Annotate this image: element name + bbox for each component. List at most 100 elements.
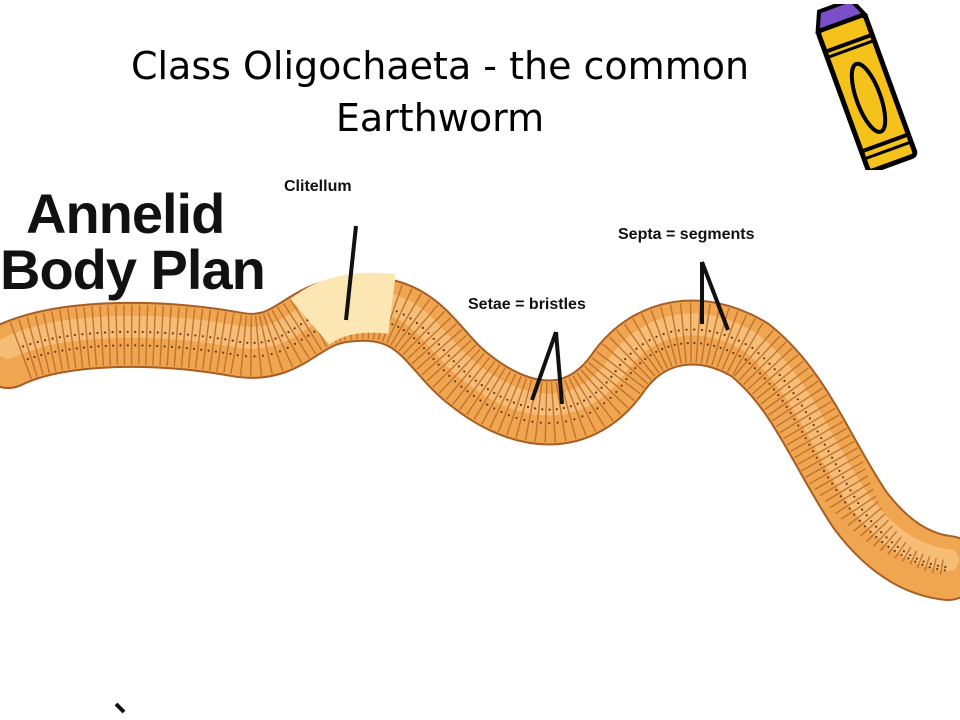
segment-ring [267, 312, 294, 368]
seta-dot [801, 430, 804, 433]
segment-ring [26, 316, 44, 375]
worm-body [0, 277, 960, 599]
seta-dot [274, 337, 277, 340]
segment-ring [481, 370, 512, 425]
septa-pointer-right [700, 261, 730, 331]
seta-dot [670, 330, 673, 333]
seta-dot [447, 354, 450, 357]
segment-ring [916, 553, 924, 569]
segment-ring [824, 475, 869, 503]
segment-ring [804, 447, 858, 479]
seta-dot [253, 341, 256, 344]
segment-ring [564, 379, 587, 437]
segment-ring [879, 531, 898, 551]
segment-ring [840, 495, 877, 520]
seta-dot [421, 326, 424, 329]
seta-dot [260, 341, 263, 344]
seta-dot [845, 482, 848, 485]
seta-dot [804, 410, 808, 414]
segment-ring [779, 400, 832, 434]
segment-ring [743, 341, 787, 385]
segment-ring [254, 315, 263, 376]
seta-dot [409, 317, 412, 320]
segment-ring [829, 482, 871, 509]
seta-dot [693, 341, 696, 345]
seta-dot [22, 345, 25, 348]
seta-dot [723, 333, 726, 336]
seta-dot [808, 417, 812, 420]
segment-ring [550, 382, 557, 443]
seta-dot [278, 350, 281, 353]
segment-ring [801, 440, 855, 472]
seta-dot [186, 333, 189, 336]
segment-ring [747, 347, 793, 390]
segment-ring [398, 304, 439, 352]
seta-dot [548, 408, 551, 411]
segment-ring [650, 309, 673, 367]
seta-dot [287, 331, 290, 334]
seta-dot [58, 336, 62, 339]
segment-ring [751, 354, 799, 395]
seta-dot [738, 355, 741, 358]
seta-dot [858, 519, 861, 522]
seta-dot [781, 399, 784, 402]
seta-dot [772, 388, 776, 391]
seta-dot [713, 344, 716, 347]
seta-dot [313, 330, 316, 333]
seta-dot [944, 565, 947, 569]
seta-dot [861, 508, 864, 511]
seta-dot [119, 330, 122, 333]
segment-ring [138, 304, 141, 365]
seta-dot [804, 437, 807, 440]
segment-ring [34, 314, 51, 374]
seta-dot [391, 323, 394, 326]
segment-ring [83, 306, 91, 367]
seta-dot [170, 345, 174, 348]
segment-ring [67, 308, 77, 369]
segment-ring [289, 298, 323, 351]
seta-dot [820, 437, 823, 440]
seta-dot [229, 352, 232, 355]
segment-ring [689, 302, 692, 363]
segment-ring [406, 317, 452, 360]
seta-dot [936, 567, 939, 571]
segment-ring [790, 421, 844, 452]
annelid-heading-line1: Annelid [26, 182, 225, 245]
seta-dot [73, 333, 76, 337]
seta-dot [178, 346, 181, 349]
seta-dot [51, 337, 54, 340]
segment-ring [584, 365, 629, 409]
seta-dot [812, 450, 815, 453]
seta-dot [156, 331, 159, 334]
segment-ring [152, 305, 157, 366]
segment-ring [733, 329, 774, 377]
seta-dot [40, 353, 43, 357]
segment-ring [572, 375, 606, 428]
segment-ring [608, 336, 652, 381]
seta-dot [88, 332, 92, 335]
seta-dot [569, 405, 573, 408]
segment-ring [489, 373, 517, 429]
seta-dot [408, 332, 411, 335]
seta-dot [792, 392, 795, 395]
seta-dot [531, 420, 534, 423]
clitellum-label: Clitellum [284, 178, 352, 195]
segment-ring [756, 360, 804, 400]
segment-ring [721, 314, 748, 370]
seta-dot [493, 391, 496, 395]
seta-dot [708, 330, 711, 333]
segment-ring [866, 519, 889, 542]
segment-ring [202, 309, 211, 370]
pencil-icon [815, 4, 918, 170]
seta-dot [644, 357, 647, 361]
seta-dot [655, 350, 658, 353]
seta-dot [468, 375, 471, 378]
seta-dot [119, 344, 122, 347]
seta-dot [853, 513, 856, 516]
seta-dot [185, 347, 188, 350]
seta-dot [673, 343, 676, 346]
segment-ring [772, 387, 824, 422]
seta-dot [619, 363, 622, 366]
seta-dot [699, 342, 703, 345]
segment-ring [591, 357, 641, 395]
